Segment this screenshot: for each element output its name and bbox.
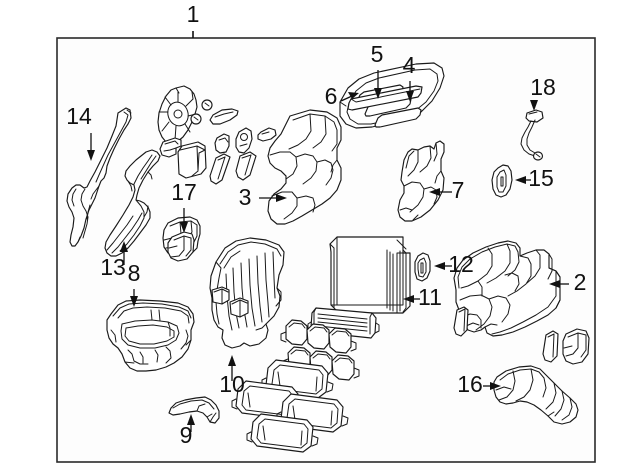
leader-lines (87, 70, 569, 432)
callout-label-10: 10 (219, 371, 245, 397)
part-right-clips (542, 328, 590, 365)
callout-label-12: 12 (448, 251, 474, 277)
callout-label-4: 4 (403, 52, 416, 78)
callout-label-7: 7 (452, 177, 465, 203)
callout-label-2: 2 (574, 269, 587, 295)
callout-label-18: 18 (530, 74, 556, 100)
callout-label-9: 9 (180, 422, 193, 448)
part-small-fasteners (159, 99, 277, 185)
part-lower-case-tray (106, 299, 195, 372)
part-vent-panel-6 (246, 413, 319, 453)
part-center-duct (267, 109, 342, 225)
callout-label-8: 8 (128, 260, 141, 286)
part-floor-duct (493, 365, 579, 425)
callout-label-15: 15 (528, 165, 554, 191)
callout-label-11: 11 (418, 284, 442, 310)
callout-label-13: 13 (100, 254, 126, 280)
callout-label-1: 1 (187, 1, 200, 27)
part-sensor-wire (520, 109, 544, 161)
part-vent-louver-2 (282, 346, 360, 381)
part-small-clip-center (453, 306, 469, 337)
part-upper-cover (339, 62, 445, 129)
callout-label-14: 14 (66, 103, 92, 129)
part-oval-grommet-15 (491, 164, 513, 198)
callout-label-5: 5 (371, 41, 384, 67)
part-core-bracket (66, 107, 132, 247)
part-evaporator-grommet (414, 252, 431, 282)
callout-label-6: 6 (325, 83, 338, 109)
callout-label-16: 16 (457, 371, 483, 397)
part-ribbed-panel (209, 237, 285, 349)
part-blower-case (453, 240, 561, 337)
callout-label-3: 3 (239, 184, 252, 210)
part-side-duct (397, 140, 445, 222)
part-small-clip-left (167, 231, 195, 262)
callout-label-17: 17 (171, 179, 197, 205)
part-link-rod (168, 396, 220, 424)
part-evaporator-core (329, 236, 411, 314)
part-vent-louver-1 (280, 319, 357, 354)
